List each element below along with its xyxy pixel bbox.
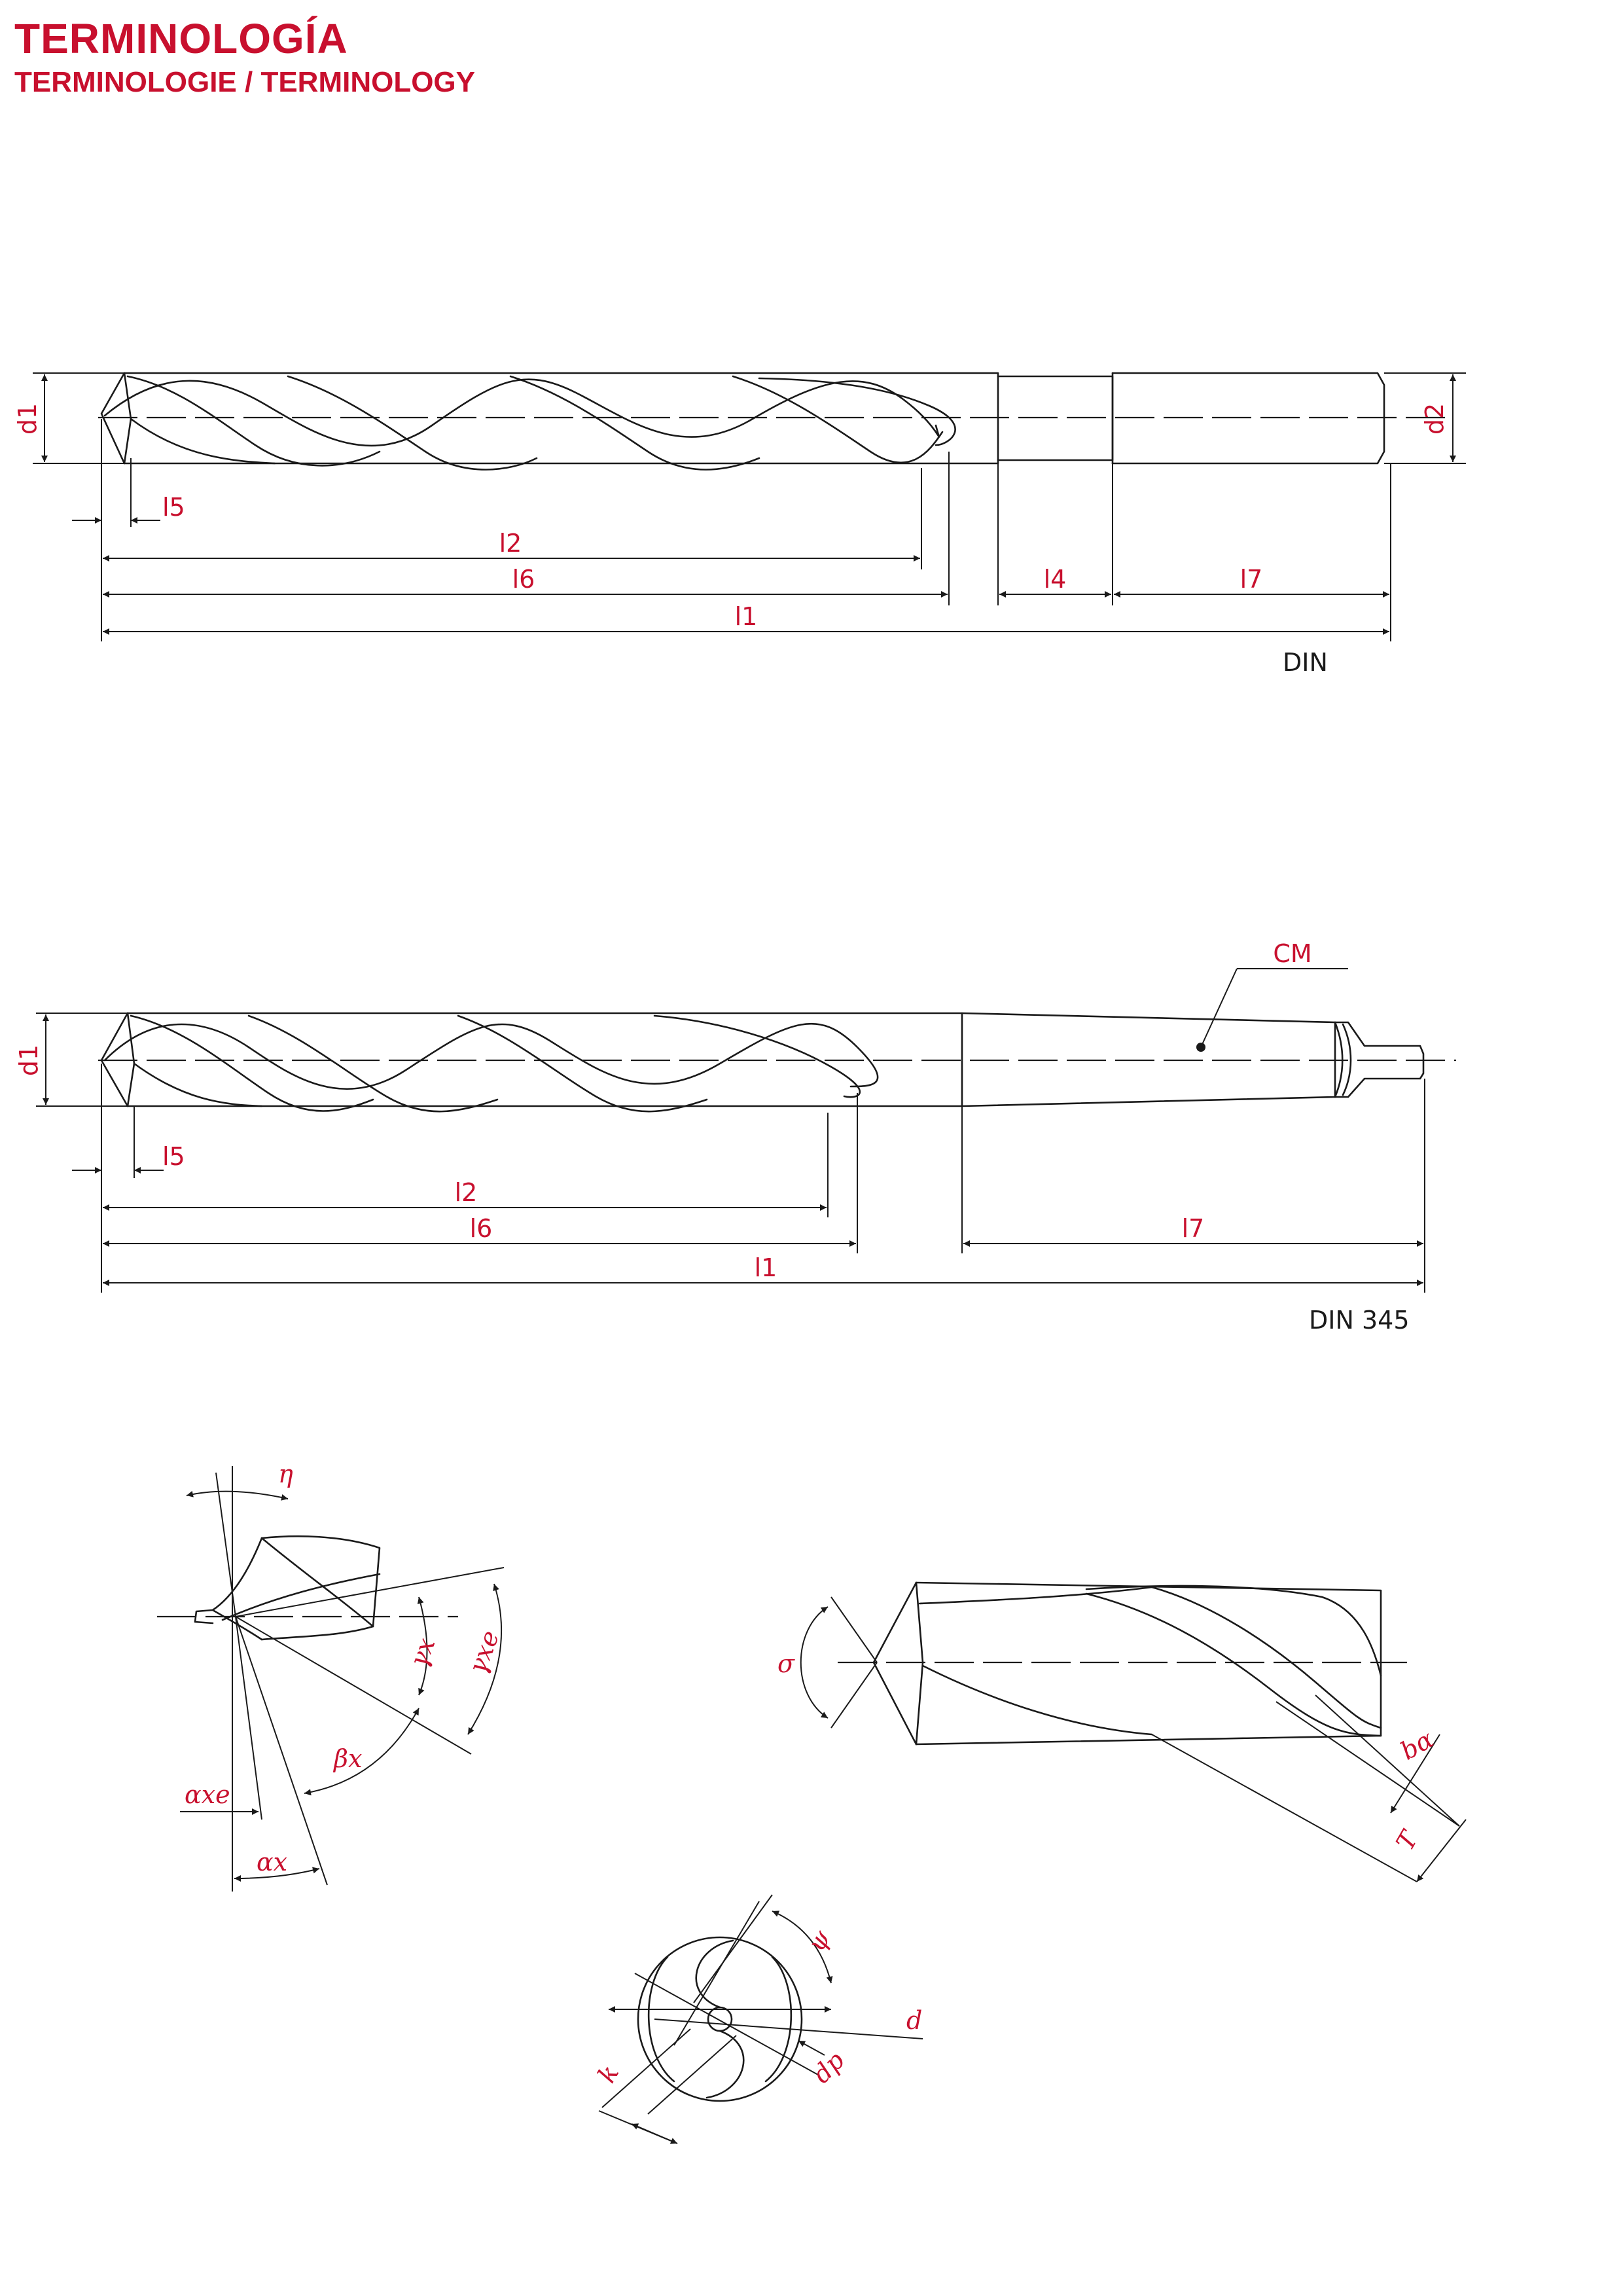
label-l6: l6: [512, 565, 535, 594]
drill-2-dim-l7: l7: [963, 1214, 1423, 1247]
label-d: d: [906, 2006, 922, 2035]
drill-2-taper-shank: d1 CM l5 l2 l6: [14, 939, 1456, 1335]
label-l1: l1: [755, 1253, 777, 1282]
page-subtitle: TERMINOLOGIE / TERMINOLOGY: [14, 66, 475, 98]
label-l6: l6: [470, 1214, 493, 1243]
label-alpha-xe: αxe: [185, 1780, 230, 1809]
drill-1-dim-d2: d2: [1384, 372, 1466, 464]
label-k: k: [592, 2060, 625, 2088]
label-gamma-xe: γxe: [463, 1626, 505, 1677]
label-d2: d2: [1420, 403, 1449, 435]
label-l5: l5: [162, 1142, 185, 1171]
drill-2-flutes: [103, 1014, 879, 1113]
label-l2: l2: [455, 1178, 478, 1207]
label-l1: l1: [735, 602, 758, 631]
label-l4: l4: [1044, 565, 1067, 594]
drill-2-standard: DIN 345: [1309, 1306, 1410, 1335]
drill-1-flutes: [103, 375, 956, 471]
drill-1-dim-l4: l4: [999, 565, 1111, 598]
tip-angle-detail: η γx γxe βx αxe αx: [157, 1460, 505, 1892]
drill-2-dim-l5: l5: [72, 1142, 185, 1174]
drill-1-dim-l1: l1: [103, 602, 1389, 635]
label-eta: η: [278, 1460, 293, 1488]
label-alpha-x: αx: [257, 1848, 287, 1876]
drill-1-dim-l2: l2: [103, 529, 920, 562]
label-cm: CM: [1273, 939, 1311, 968]
page-header: TERMINOLOGÍA TERMINOLOGIE / TERMINOLOGY: [14, 13, 475, 101]
label-l5: l5: [162, 493, 185, 522]
drill-1-standard: DIN: [1283, 648, 1328, 677]
drill-2-dim-l1: l1: [103, 1253, 1423, 1286]
label-l2: l2: [499, 529, 522, 558]
label-T: T: [1391, 1825, 1425, 1855]
label-beta-x: βx: [332, 1744, 362, 1773]
label-psi: ψ: [802, 1925, 837, 1957]
side-angle-detail: σ bα T: [777, 1581, 1467, 1882]
cross-section-detail: ψ d dp k: [592, 1894, 923, 2144]
label-sigma: σ: [777, 1649, 795, 1678]
label-d1: d1: [13, 403, 42, 435]
label-l7: l7: [1182, 1214, 1205, 1243]
drill-2-dim-d1: d1: [14, 1013, 128, 1107]
drill-1-dim-l6: l6: [103, 565, 948, 598]
page-title: TERMINOLOGÍA: [14, 15, 348, 62]
drill-2-dim-l6: l6: [103, 1214, 856, 1247]
label-dp: dp: [807, 2046, 850, 2089]
drill-1-straight-shank: d1 d2 l5 l2 l6: [13, 372, 1466, 677]
drill-2-dim-l2: l2: [103, 1178, 827, 1211]
label-l7: l7: [1240, 565, 1263, 594]
drill-1-dim-l7: l7: [1114, 565, 1389, 598]
label-gamma-x: γx: [404, 1634, 440, 1672]
drill-1-dim-d1: d1: [13, 372, 124, 464]
drill-1-dim-l5: l5: [72, 493, 185, 524]
label-d1: d1: [14, 1045, 43, 1076]
drill-2-cm-leader: CM: [1196, 939, 1348, 1052]
label-b-alpha: bα: [1396, 1725, 1438, 1766]
